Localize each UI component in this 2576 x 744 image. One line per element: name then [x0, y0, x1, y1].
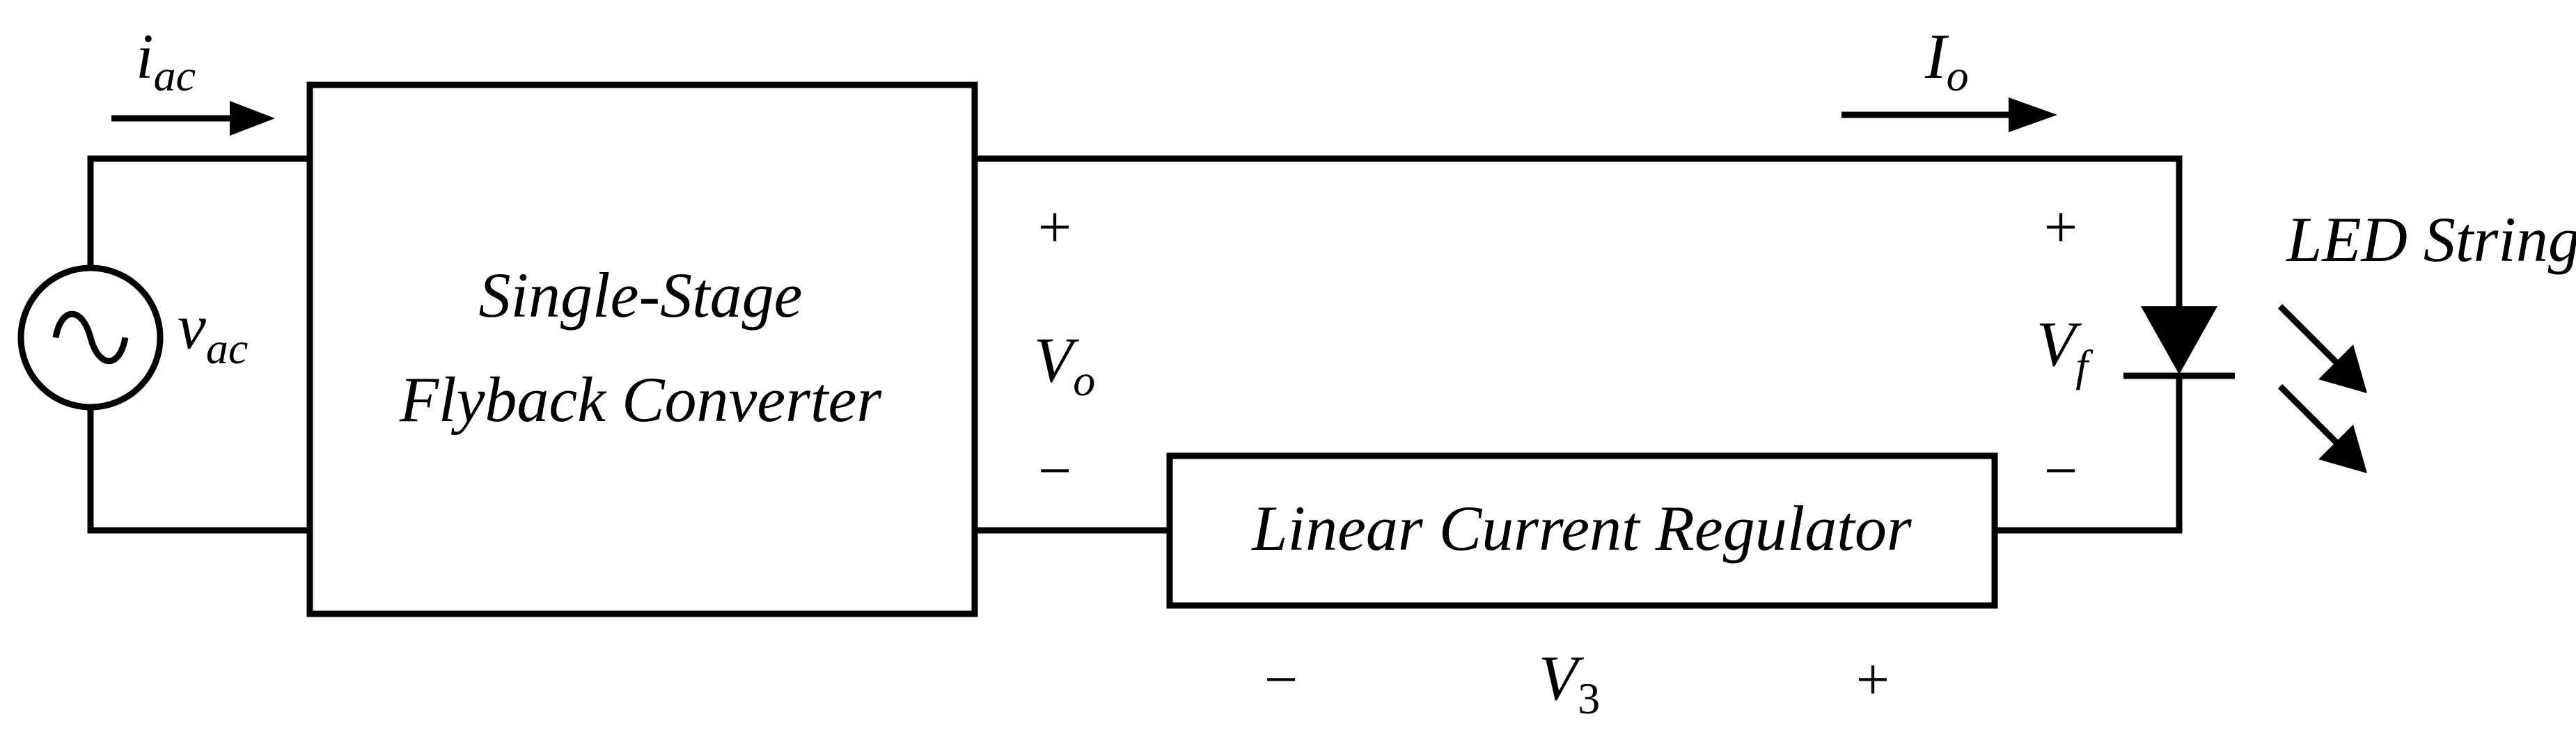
led-diode-icon: [2123, 306, 2235, 379]
regulator-voltage-plus: +: [1856, 646, 1890, 713]
output-voltage-plus: +: [1038, 193, 1072, 260]
led-triangle: [2141, 306, 2217, 374]
sine-wave-icon: [52, 310, 129, 365]
input-current-arrow-icon: [230, 101, 275, 136]
regulator-label: Linear Current Regulator: [1250, 493, 1912, 564]
flyback-converter-block: [306, 81, 978, 617]
led-voltage-minus: −: [2044, 437, 2078, 504]
output-voltage-minus: −: [1038, 437, 1072, 504]
led-voltage-label: Vf: [2036, 308, 2094, 390]
output-voltage-label: Vo: [1034, 324, 1095, 405]
output-current-label: Io: [1924, 21, 1969, 100]
input-current-label: iac: [136, 21, 196, 100]
input-current-indicator: iac: [111, 21, 275, 136]
output-current-indicator: Io: [1841, 21, 2057, 132]
regulator-voltage-minus: −: [1264, 646, 1298, 713]
output-current-arrow-icon: [2009, 97, 2057, 132]
light-arrow-1-shaft: [2277, 303, 2346, 372]
led-voltage-plus: +: [2044, 193, 2078, 260]
ac-source: [17, 155, 164, 534]
led-string-label: LED String: [2285, 204, 2576, 275]
light-arrow-2-head: [2318, 425, 2367, 473]
converter-label-line2: Flyback Converter: [399, 364, 882, 435]
regulator-voltage-label: V3: [1539, 642, 1600, 723]
source-voltage-label: vac: [178, 291, 248, 373]
light-arrow-2-shaft: [2277, 383, 2346, 452]
light-emission-icon: [2277, 303, 2367, 473]
light-arrow-1-head: [2318, 345, 2367, 393]
converter-label-line1: Single-Stage: [479, 260, 803, 331]
linear-current-regulator-block: [1166, 452, 1998, 609]
